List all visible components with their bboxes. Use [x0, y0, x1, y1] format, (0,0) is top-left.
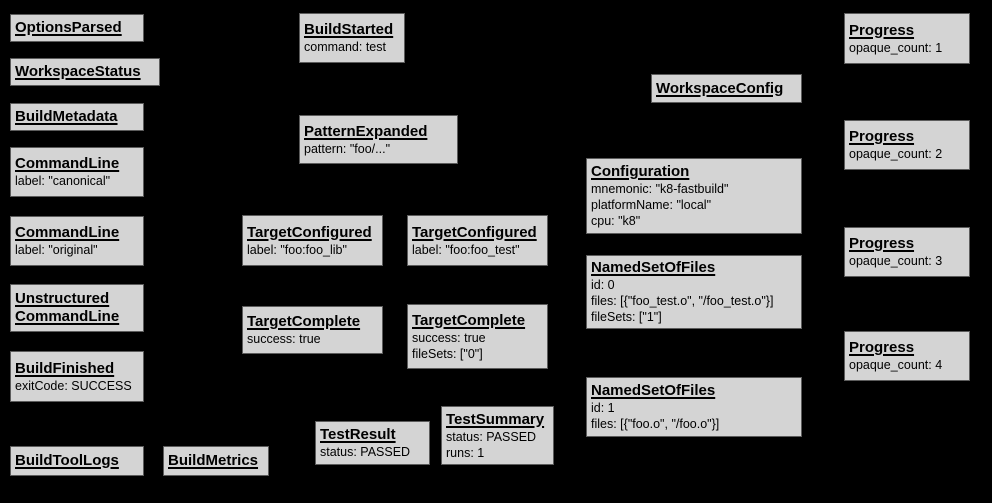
node-title: NamedSetOfFiles: [591, 382, 716, 399]
node-build-tool-logs: BuildToolLogs: [10, 446, 144, 476]
node-title: TargetComplete: [247, 313, 361, 330]
node-detail: mnemonic: "k8-fastbuild": [591, 182, 729, 196]
node-detail: opaque_count: 4: [849, 358, 943, 372]
node-build-started: BuildStarted command: test: [299, 13, 405, 63]
node-title: TargetComplete: [412, 311, 526, 329]
node-progress-2: Progress opaque_count: 2: [844, 120, 970, 170]
node-named-set-of-files-1: NamedSetOfFiles id: 1 files: [{"foo.o", "/…: [586, 377, 802, 437]
node-title: Progress: [849, 339, 915, 356]
node-configuration: Configuration mnemonic: "k8-fastbuild" pla…: [586, 158, 802, 234]
node-detail: success: true: [412, 330, 486, 345]
node-detail: platformName: "local": [591, 198, 712, 212]
node-title: TestResult: [320, 426, 396, 443]
node-detail: id: 1: [591, 401, 615, 415]
node-title: BuildMetadata: [15, 108, 118, 125]
node-title: BuildToolLogs: [15, 452, 119, 469]
node-title: Unstructured: [15, 290, 110, 307]
node-detail: exitCode: SUCCESS: [15, 378, 132, 393]
node-detail: status: PASSED: [320, 445, 411, 459]
node-detail: opaque_count: 3: [849, 254, 943, 268]
node-workspace-status: WorkspaceStatus: [10, 58, 160, 86]
node-title: CommandLine: [15, 155, 120, 172]
node-detail: success: true: [247, 332, 321, 346]
node-title: WorkspaceConfig: [656, 79, 784, 97]
node-title: TargetConfigured: [247, 223, 372, 241]
node-detail: label: "original": [15, 243, 98, 257]
node-detail: id: 0: [591, 278, 615, 292]
node-detail: fileSets: ["1"]: [591, 310, 662, 324]
node-detail: opaque_count: 1: [849, 40, 943, 55]
node-detail: label: "canonical": [15, 174, 111, 188]
node-options-parsed: OptionsParsed: [10, 14, 144, 42]
node-title: Configuration: [591, 163, 690, 180]
node-detail: cpu: "k8": [591, 214, 641, 228]
node-title: CommandLine: [15, 308, 120, 325]
node-detail: runs: 1: [446, 445, 485, 460]
node-target-complete-foo-lib: TargetComplete success: true: [242, 306, 383, 354]
node-title: Progress: [849, 21, 915, 39]
node-command-line-canonical: CommandLine label: "canonical": [10, 147, 144, 197]
node-build-metrics: BuildMetrics: [163, 446, 269, 476]
node-title: Progress: [849, 235, 915, 252]
node-detail: files: [{"foo_test.o", "/foo_test.o"}]: [591, 294, 774, 308]
node-test-result: TestResult status: PASSED: [315, 421, 430, 465]
node-title: NamedSetOfFiles: [591, 259, 716, 276]
node-title: CommandLine: [15, 224, 120, 241]
node-detail: status: PASSED: [446, 429, 537, 444]
node-progress-4: Progress opaque_count: 4: [844, 331, 970, 381]
node-build-metadata: BuildMetadata: [10, 103, 144, 131]
node-detail: pattern: "foo/...": [304, 141, 391, 156]
node-title: TargetConfigured: [412, 223, 537, 241]
node-workspace-config: WorkspaceConfig: [651, 74, 802, 103]
node-detail: label: "foo:foo_test": [412, 242, 520, 257]
node-title: BuildMetrics: [168, 452, 259, 469]
node-title: BuildFinished: [15, 359, 115, 377]
node-detail: opaque_count: 2: [849, 147, 943, 161]
node-title: WorkspaceStatus: [15, 63, 141, 80]
node-detail: command: test: [304, 40, 386, 54]
node-title: TestSummary: [446, 410, 545, 428]
node-named-set-of-files-0: NamedSetOfFiles id: 0 files: [{"foo_test.o…: [586, 255, 802, 329]
node-detail: files: [{"foo.o", "/foo.o"}]: [591, 417, 720, 431]
node-title: Progress: [849, 128, 915, 145]
node-command-line-original: CommandLine label: "original": [10, 216, 144, 266]
node-detail: fileSets: ["0"]: [412, 346, 483, 361]
node-title: PatternExpanded: [304, 122, 428, 140]
node-title: OptionsParsed: [15, 19, 122, 36]
node-progress-3: Progress opaque_count: 3: [844, 227, 970, 277]
node-title: BuildStarted: [304, 21, 394, 38]
node-detail: label: "foo:foo_lib": [247, 242, 347, 257]
